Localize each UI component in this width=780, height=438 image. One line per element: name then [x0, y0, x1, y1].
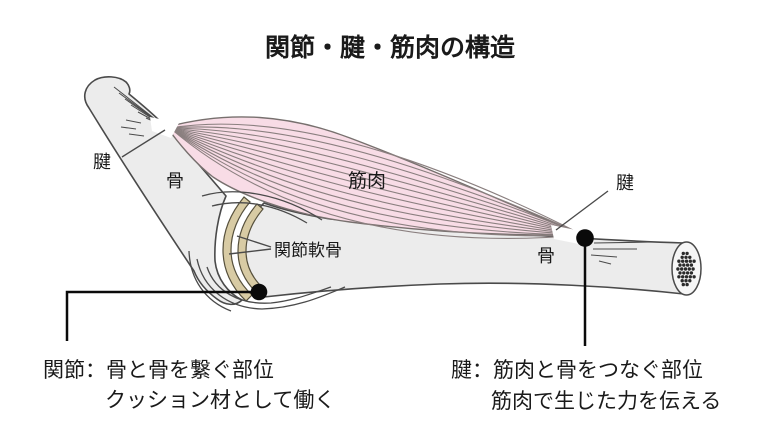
stipple-dot [685, 263, 690, 267]
joint-note-line2: クッション材として働く [105, 389, 335, 412]
muscle-fiber-line [169, 127, 584, 236]
capsule-bottom-curve [196, 258, 346, 310]
muscle-fiber-lines [169, 123, 584, 239]
diagram-title: 関節・腱・筋肉の構造 [265, 33, 515, 62]
muscle-fiber-line [169, 127, 584, 236]
muscle-fiber-line [169, 127, 584, 236]
capsule-bottom-curve [206, 266, 332, 304]
tendon-fiber [593, 241, 653, 244]
tendon-fiber [590, 254, 618, 258]
muscle-fiber-line [169, 127, 584, 236]
tendon-left-pointer [121, 129, 166, 158]
capsule-top-curve [211, 202, 308, 224]
label-muscle: 筋肉 [348, 170, 386, 192]
stipple-dot [682, 263, 686, 267]
stipple-dot [680, 267, 684, 271]
muscle-fiber-line [169, 127, 584, 236]
annotation-notes: 関節：骨と骨を繋ぐ部位 クッション材として働く 腱：筋肉と骨をつなぐ部位 筋肉で… [43, 359, 721, 413]
stipple-dot [681, 282, 685, 287]
stipple-dot [678, 263, 682, 267]
stipple-dot [681, 275, 685, 279]
stipple-dot [681, 251, 685, 256]
stipple-dot [684, 255, 688, 259]
muscle-fiber-line [169, 127, 584, 236]
tendon-striation-dash [128, 133, 145, 137]
stipple-dot [685, 282, 689, 287]
joint-capsule-lines [188, 191, 346, 312]
stipple-dot [689, 263, 694, 267]
stipple-dot [692, 275, 696, 279]
tendon-striation-dash [125, 119, 142, 124]
stipple-dot [687, 267, 691, 271]
tendon-right-pointer [555, 190, 609, 231]
stipple-dot [689, 271, 694, 275]
stipple-dot [684, 275, 689, 279]
stipple-dot [677, 259, 681, 263]
muscle-fiber-line [169, 126, 584, 236]
muscle-fiber-line [169, 127, 584, 236]
stipple-dot [688, 259, 692, 263]
stipple-dot [692, 259, 696, 263]
muscle-fiber-line [169, 127, 584, 239]
muscle-fiber-line [169, 127, 584, 236]
stipple-dot [676, 267, 680, 271]
bone-marrow-stipple [676, 251, 696, 287]
tendon-marker-dot [576, 229, 594, 247]
joint-marker-dot [250, 283, 268, 301]
muscle-fiber-line [169, 127, 584, 236]
stipple-dot [684, 259, 689, 263]
cartilage-pointer [236, 235, 272, 248]
capsule-bottom-curve [188, 250, 232, 312]
bones-group [83, 76, 702, 306]
stipple-dot [688, 275, 692, 279]
left-bone-shape [83, 76, 243, 306]
stipple-dot [688, 255, 692, 259]
capsule-top-curve [201, 191, 323, 221]
cartilage-pointer [228, 248, 272, 255]
joint-callout-line [65, 290, 259, 341]
stipple-dot [677, 275, 681, 279]
stipple-dot [680, 255, 684, 259]
tendon-striation-dash [120, 126, 137, 130]
callouts-group [65, 229, 594, 346]
muscle-fiber-line [169, 127, 584, 237]
label-tendon-left: 腱 [93, 152, 111, 172]
part-labels: 腱 骨 筋肉 関節軟骨 腱 骨 [93, 152, 634, 266]
label-articular-cartilage: 関節軟骨 [274, 241, 342, 260]
stipple-dot [678, 271, 682, 275]
label-bone-right: 骨 [537, 246, 555, 266]
stipple-dot [685, 271, 690, 275]
tendon-fiber [598, 260, 612, 265]
tendon-wedge-left [150, 117, 179, 138]
tendon-note-line2: 筋肉で生じた力を伝える [491, 390, 721, 413]
tendon-note-line1: 腱：筋肉と骨をつなぐ部位 [451, 359, 703, 382]
label-bone-left: 骨 [166, 171, 184, 191]
label-tendon-right: 腱 [616, 173, 634, 193]
label-pointer-lines [121, 129, 609, 255]
stipple-dot [680, 279, 684, 283]
stipple-dot [691, 267, 695, 271]
joint-note-line1: 関節：骨と骨を繋ぐ部位 [43, 359, 274, 382]
muscle-shape [166, 116, 584, 236]
muscle-fiber-line [169, 123, 584, 236]
stipple-dot [688, 279, 692, 283]
stipple-dot [681, 259, 685, 263]
stipple-dot [682, 271, 686, 275]
stipple-dot [684, 279, 688, 283]
stipple-dot [683, 267, 688, 271]
stipple-dot [685, 251, 689, 256]
